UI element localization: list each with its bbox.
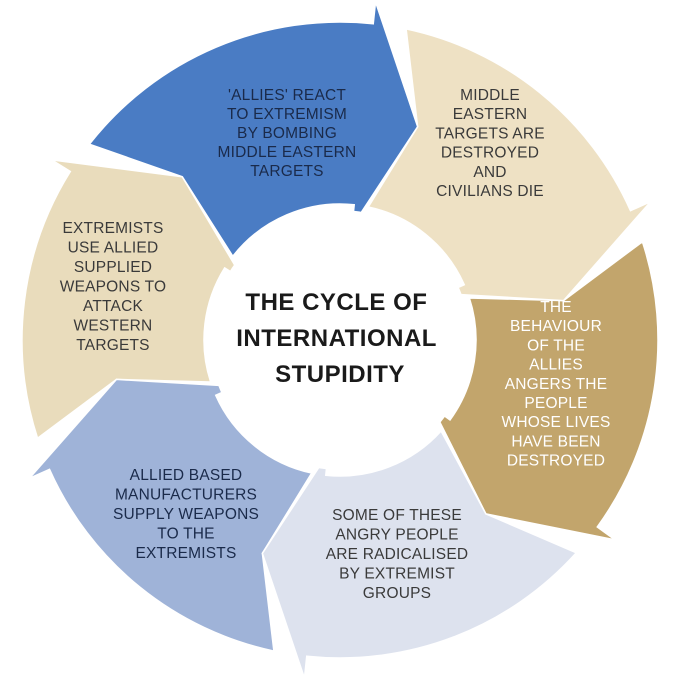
segment-extremists-attack-line-7: TARGETS [76,337,149,354]
segment-targets-destroyed-line-3: TARGETS ARE [435,125,545,142]
segment-targets-destroyed-line-2: EASTERN [453,106,528,123]
segment-extremists-attack-line-4: WEAPONS TO [60,279,167,296]
segment-radicalised-line-1: SOME OF THESE [332,507,462,524]
segment-label-allies-react: 'ALLIES' REACT TO EXTREMISM BY BOMBING MIDD… [218,87,357,180]
arrow-segment-radicalised [261,429,578,679]
segment-behaviour-angers-line-2: BEHAVIOUR [510,318,602,335]
segment-manufacturers-line-4: TO THE [157,526,214,543]
segment-manufacturers-line-5: EXTREMISTS [135,545,236,562]
segment-behaviour-angers-line-7: WHOSE LIVES [501,414,610,431]
segment-behaviour-angers-line-9: DESTROYED [507,453,605,470]
segment-label-extremists-attack: EXTREMISTS USE ALLIED SUPPLIED WEAPONS TO AT… [60,220,167,354]
segment-extremists-attack-line-1: EXTREMISTS [62,220,163,237]
diagram-title: THE CYCLE OF INTERNATIONAL STUPIDITY [236,289,443,388]
segment-behaviour-angers-line-4: ALLIES [529,357,583,374]
arrow-segment-behaviour-angers [431,240,659,541]
segment-extremists-attack-line-6: WESTERN [74,318,153,335]
segment-allies-react-line-2: TO EXTREMISM [227,106,347,123]
segment-manufacturers-line-1: ALLIED BASED [130,467,243,484]
segment-radicalised-line-5: GROUPS [363,585,431,602]
segment-extremists-attack-line-2: USE ALLIED [68,240,159,257]
segment-radicalised-line-3: ARE RADICALISED [326,546,469,563]
segment-manufacturers-line-3: SUPPLY WEAPONS [113,506,259,523]
title-line-2: INTERNATIONAL [236,325,436,352]
arrow-segment-manufacturers [28,378,313,653]
segment-allies-react-line-5: TARGETS [250,163,323,180]
segment-behaviour-angers-line-8: HAVE BEEN [511,433,600,450]
cycle-segments [21,1,659,679]
segment-label-targets-destroyed: MIDDLE EASTERN TARGETS ARE DESTROYED AND CIVI… [435,87,545,200]
segment-behaviour-angers-line-3: OF THE [527,337,585,354]
segment-targets-destroyed-line-6: CIVILIANS DIE [436,183,544,200]
segment-behaviour-angers-line-1: THE [540,299,572,316]
segment-label-behaviour-angers: THE BEHAVIOUR OF THE ALLIES ANGERS THE PEOPLE… [501,299,610,470]
arrow-segment-targets-destroyed [367,27,652,302]
segment-manufacturers-line-2: MANUFACTURERS [115,487,257,504]
segment-allies-react-line-4: MIDDLE EASTERN [218,144,357,161]
segment-allies-react-line-1: 'ALLIES' REACT [228,87,346,104]
segment-extremists-attack-line-3: SUPPLIED [74,259,152,276]
title-line-3: STUPIDITY [275,361,405,388]
title-line-1: THE CYCLE OF [245,289,427,316]
segment-label-manufacturers: ALLIED BASED MANUFACTURERS SUPPLY WEAPONS T… [113,467,259,562]
segment-label-radicalised: SOME OF THESE ANGRY PEOPLE ARE RADICALISED… [326,507,469,602]
arrow-segment-allies-react [88,1,419,258]
segment-behaviour-angers-line-5: ANGERS THE [505,376,608,393]
segment-radicalised-line-4: BY EXTREMIST [339,566,455,583]
segment-behaviour-angers-line-6: PEOPLE [524,395,587,412]
segment-targets-destroyed-line-5: AND [473,164,506,181]
segment-targets-destroyed-line-4: DESTROYED [441,145,539,162]
segment-allies-react-line-3: BY BOMBING [237,125,337,142]
arrow-segment-extremists-attack [21,159,244,440]
segment-extremists-attack-line-5: ATTACK [83,298,144,315]
segment-targets-destroyed-line-1: MIDDLE [460,87,520,104]
center-circle [210,210,470,470]
segment-radicalised-line-2: ANGRY PEOPLE [335,527,458,544]
